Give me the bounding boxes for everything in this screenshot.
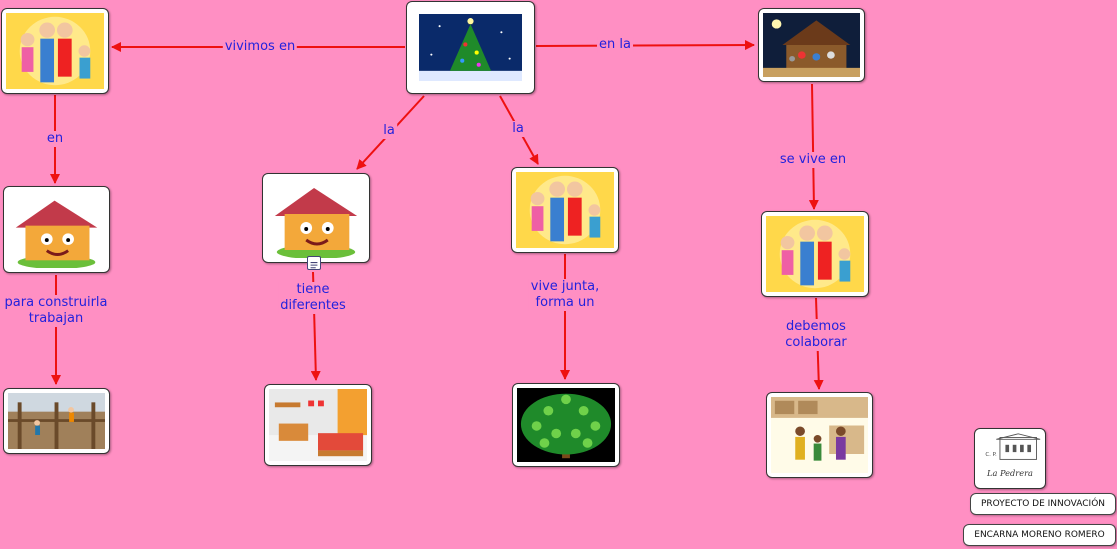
arrow-tree-to-nativity: [535, 40, 755, 51]
document-icon[interactable]: [307, 256, 321, 270]
family-tree-image: [517, 388, 615, 462]
cartoon-house-image: [267, 178, 365, 258]
family-kitchen-image: [771, 397, 868, 473]
family-image: [766, 216, 864, 292]
node-kitchen[interactable]: [766, 392, 873, 478]
node-construction[interactable]: [3, 388, 110, 454]
link-label-vive-junta: vive junta, forma un: [528, 279, 602, 311]
node-house-left[interactable]: [3, 186, 110, 273]
node-family-mid[interactable]: [511, 167, 619, 253]
node-christmas-tree[interactable]: [406, 1, 535, 94]
author-credit: ENCARNA MORENO ROMERO: [963, 524, 1116, 546]
node-family-right[interactable]: [761, 211, 869, 297]
family-image: [516, 172, 614, 248]
node-bedroom[interactable]: [264, 384, 372, 466]
node-family-tree[interactable]: [512, 383, 620, 467]
school-logo-text: La Pedrera: [986, 468, 1033, 478]
link-label-en: en: [44, 131, 66, 147]
construction-workers-image: [8, 393, 105, 449]
link-label-debemos-colaborar: debemos colaborar: [783, 319, 849, 351]
bedroom-image: [269, 389, 367, 461]
link-label-tiene-diferentes: tiene diferentes: [278, 282, 348, 314]
node-house-mid[interactable]: [262, 173, 370, 263]
node-family-top[interactable]: [1, 8, 109, 94]
christmas-tree-image: [419, 14, 522, 81]
cartoon-house-image: [8, 191, 105, 268]
arrow-nativity-to-family: [808, 83, 819, 210]
link-label-la-left: la: [381, 123, 397, 139]
school-logo-initials: C. P.: [985, 452, 997, 458]
link-label-para-construirla: para construirla trabajan: [2, 295, 110, 327]
node-nativity[interactable]: [758, 8, 865, 82]
school-logo-image: C. P. La Pedrera: [985, 433, 1041, 478]
link-label-vivimos-en: vivimos en: [222, 39, 298, 55]
link-label-se-vive-en: se vive en: [777, 152, 849, 168]
project-credit: PROYECTO DE INNOVACIÓN: [970, 493, 1116, 515]
nativity-scene-image: [763, 13, 860, 77]
family-image: [6, 13, 104, 89]
link-label-la-right: la: [510, 121, 526, 137]
school-logo: C. P. La Pedrera: [974, 428, 1046, 489]
link-label-en-la: en la: [597, 37, 633, 53]
